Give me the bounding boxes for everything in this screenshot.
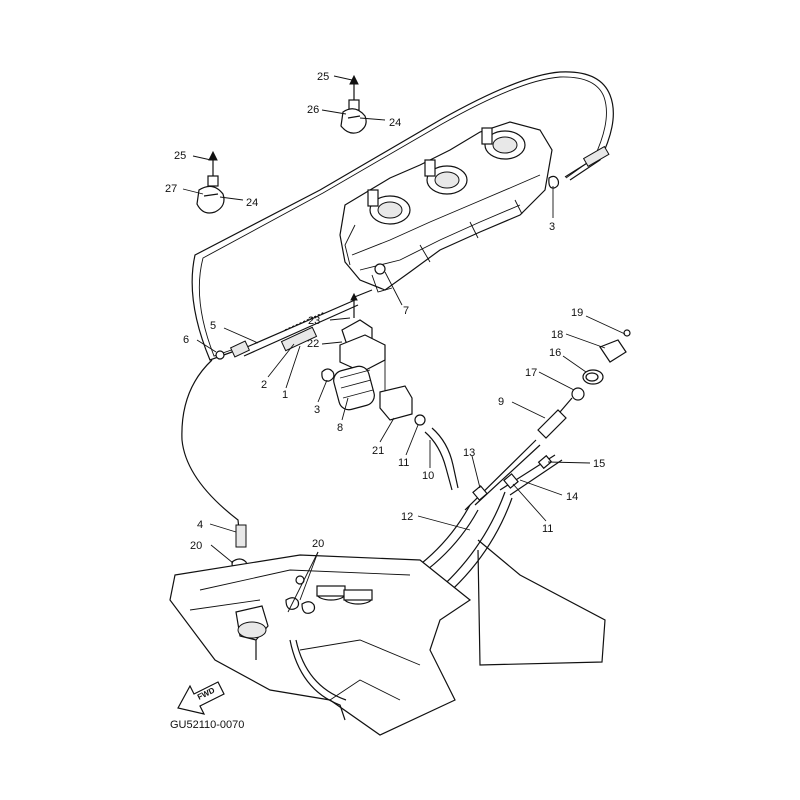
cable-4-end [235, 524, 247, 548]
callout-21: 21 [372, 445, 384, 457]
cable-adjuster [215, 289, 373, 360]
fuel-filter [321, 292, 459, 491]
callout-17: 17 [525, 367, 537, 379]
callout-25-upper: 25 [317, 71, 329, 83]
cable-fitting-right [582, 145, 610, 168]
callout-25-left: 25 [174, 150, 186, 162]
clamp-group-left [196, 150, 225, 214]
callout-20-left: 20 [190, 540, 202, 552]
clip-3-upper [548, 175, 560, 189]
callout-22: 22 [307, 338, 319, 350]
callout-27: 27 [165, 183, 177, 195]
fwd-arrow-icon: FWD [177, 681, 225, 715]
callout-9: 9 [498, 396, 504, 408]
clamp-group-upper [340, 74, 367, 134]
callout-4: 4 [197, 519, 203, 531]
callout-5: 5 [210, 320, 216, 332]
callout-18: 18 [551, 329, 563, 341]
callout-labels: 25 26 24 25 27 24 3 7 23 22 5 6 2 1 3 8 … [165, 71, 605, 552]
fuel-tank [169, 554, 472, 736]
callout-19: 19 [571, 307, 583, 319]
cable-loop-upper-inner [198, 76, 607, 357]
callout-13: 13 [463, 447, 475, 459]
carburetor-assembly [339, 121, 553, 293]
callout-26: 26 [307, 104, 319, 116]
callout-2: 2 [261, 379, 267, 391]
callout-24-upper: 24 [389, 117, 401, 129]
cable-loop-upper [191, 71, 614, 361]
callout-8: 8 [337, 422, 343, 434]
callout-3-left: 3 [314, 404, 320, 416]
cable-4 [181, 359, 241, 541]
callout-7: 7 [403, 305, 409, 317]
vent-hoses [464, 329, 631, 511]
leader-lines [182, 75, 626, 613]
callout-11-left: 11 [398, 457, 409, 469]
callout-10: 10 [422, 470, 434, 482]
callout-11-right: 11 [542, 523, 553, 535]
callout-1: 1 [282, 389, 288, 401]
callout-20-tank: 20 [312, 538, 324, 550]
callout-16: 16 [549, 347, 561, 359]
diagram-code: GU52110-0070 [170, 719, 244, 731]
callout-12: 12 [401, 511, 413, 523]
callout-3-upper: 3 [549, 221, 555, 233]
callout-14: 14 [566, 491, 578, 503]
callout-6: 6 [183, 334, 189, 346]
callout-24-left: 24 [246, 197, 258, 209]
callout-15: 15 [593, 458, 605, 470]
callout-23: 23 [308, 315, 320, 327]
